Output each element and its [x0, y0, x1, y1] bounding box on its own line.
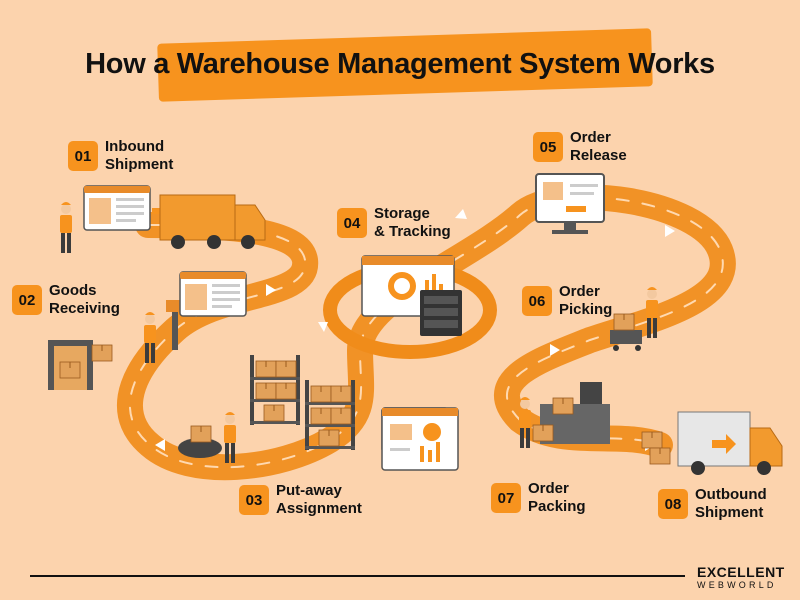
page-title: How a Warehouse Management System Works [85, 48, 715, 80]
step-label: Inbound Shipment [105, 138, 174, 173]
step-label: Storage & Tracking [374, 205, 451, 240]
receiving-illustration [48, 271, 247, 390]
step-label: Goods Receiving [49, 282, 120, 317]
packing-illustration [519, 382, 610, 448]
step-label: Order Release [570, 129, 627, 164]
step-label: Put-away Assignment [276, 482, 362, 517]
step-order-picking: 06 Order Picking [522, 283, 612, 319]
step-number: 08 [658, 489, 688, 519]
brand-name: EXCELLENT [697, 564, 785, 580]
putaway-illustration [178, 355, 459, 471]
step-goods-receiving: 02 Goods Receiving [12, 282, 120, 318]
title-wrap: How a Warehouse Management System Works [0, 48, 800, 81]
step-order-packing: 07 Order Packing [491, 480, 586, 516]
step-order-release: 05 Order Release [533, 129, 627, 165]
step-inbound-shipment: 01 Inbound Shipment [68, 138, 173, 174]
step-outbound-shipment: 08 Outbound Shipment [658, 486, 767, 522]
brand-logo: EXCELLENT WEBWORLD [697, 565, 785, 590]
storage-illustration [361, 255, 462, 336]
step-label: Order Picking [559, 283, 613, 318]
step-storage-tracking: 04 Storage & Tracking [337, 205, 451, 241]
step-number: 07 [491, 483, 521, 513]
outbound-illustration [641, 411, 783, 475]
picking-illustration [610, 287, 658, 351]
step-number: 04 [337, 208, 367, 238]
step-number: 02 [12, 285, 42, 315]
brand-subname: WEBWORLD [697, 580, 777, 590]
step-number: 03 [239, 485, 269, 515]
inbound-illustration [60, 185, 266, 253]
step-label: Order Packing [528, 480, 586, 515]
step-number: 01 [68, 141, 98, 171]
step-number: 06 [522, 286, 552, 316]
step-number: 05 [533, 132, 563, 162]
step-putaway-assignment: 03 Put-away Assignment [239, 482, 362, 518]
footer-divider [30, 575, 685, 577]
release-illustration [535, 173, 605, 234]
step-label: Outbound Shipment [695, 486, 767, 521]
